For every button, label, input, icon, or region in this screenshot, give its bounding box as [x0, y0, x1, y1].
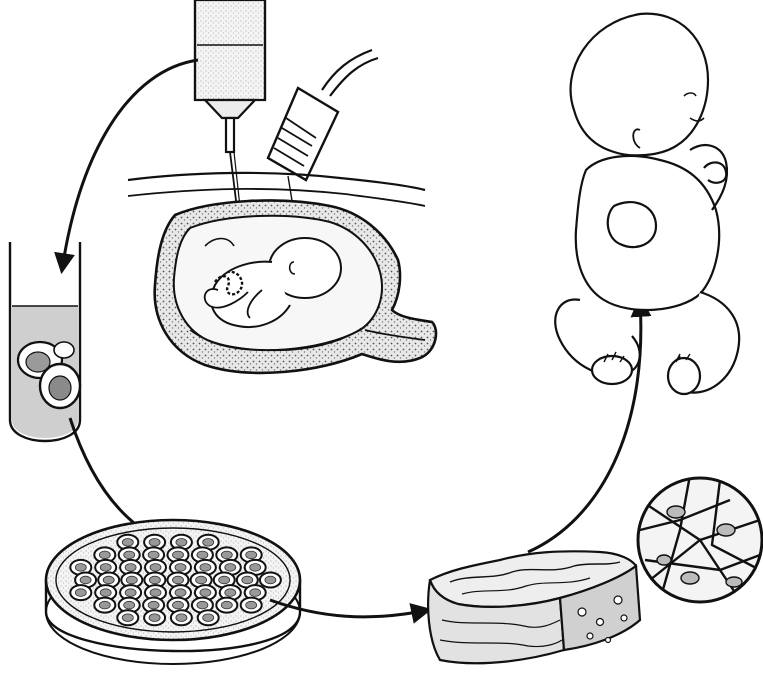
cell-nucleus [173, 551, 184, 559]
cell-nucleus [221, 551, 232, 559]
magnified-scaffold-icon [638, 475, 762, 602]
test-tube-icon [10, 242, 80, 441]
cell-nucleus [196, 576, 207, 584]
cell-nucleus [148, 601, 159, 609]
cell-nucleus [149, 614, 160, 622]
cultured-cells [70, 535, 281, 625]
cell-nucleus [176, 614, 187, 622]
cell-nucleus [148, 551, 159, 559]
cell-nucleus [203, 614, 214, 622]
cell-nucleus [122, 539, 133, 547]
cell-nucleus [75, 564, 86, 572]
cell-nucleus [221, 601, 232, 609]
cell-nucleus [99, 551, 110, 559]
cell-nucleus [80, 576, 91, 584]
cell-nucleus [173, 601, 184, 609]
cell-nucleus [225, 589, 236, 597]
cell-nucleus [150, 564, 161, 572]
cell-nucleus [250, 589, 261, 597]
cell-nucleus [219, 576, 230, 584]
cell-nucleus [126, 576, 137, 584]
cell-nucleus [200, 564, 211, 572]
cell-nucleus [242, 576, 253, 584]
cell-nucleus [176, 539, 187, 547]
cell-nucleus [246, 601, 257, 609]
cell-nucleus [197, 601, 208, 609]
cell-nucleus [265, 576, 276, 584]
cell-nucleus [150, 589, 161, 597]
cell-nucleus [175, 589, 186, 597]
cell-nucleus [122, 614, 133, 622]
baby-illustration [555, 14, 739, 394]
cell-nucleus [99, 601, 110, 609]
cell-nucleus [124, 601, 135, 609]
cell-nucleus [100, 564, 111, 572]
cell-nucleus [197, 551, 208, 559]
cell-nucleus [75, 589, 86, 597]
cell-nucleus [149, 539, 160, 547]
cell-nucleus [125, 589, 136, 597]
cell-nucleus [203, 539, 214, 547]
cell-nucleus [173, 576, 184, 584]
cell-nucleus [200, 589, 211, 597]
cell-nucleus [103, 576, 114, 584]
cell-nucleus [149, 576, 160, 584]
cell-nucleus [250, 564, 261, 572]
cell-nucleus [124, 551, 135, 559]
cell-nucleus [225, 564, 236, 572]
cell-nucleus [175, 564, 186, 572]
cell-nucleus [125, 564, 136, 572]
tissue-block-icon [428, 551, 640, 663]
cell-nucleus [246, 551, 257, 559]
cell-nucleus [100, 589, 111, 597]
